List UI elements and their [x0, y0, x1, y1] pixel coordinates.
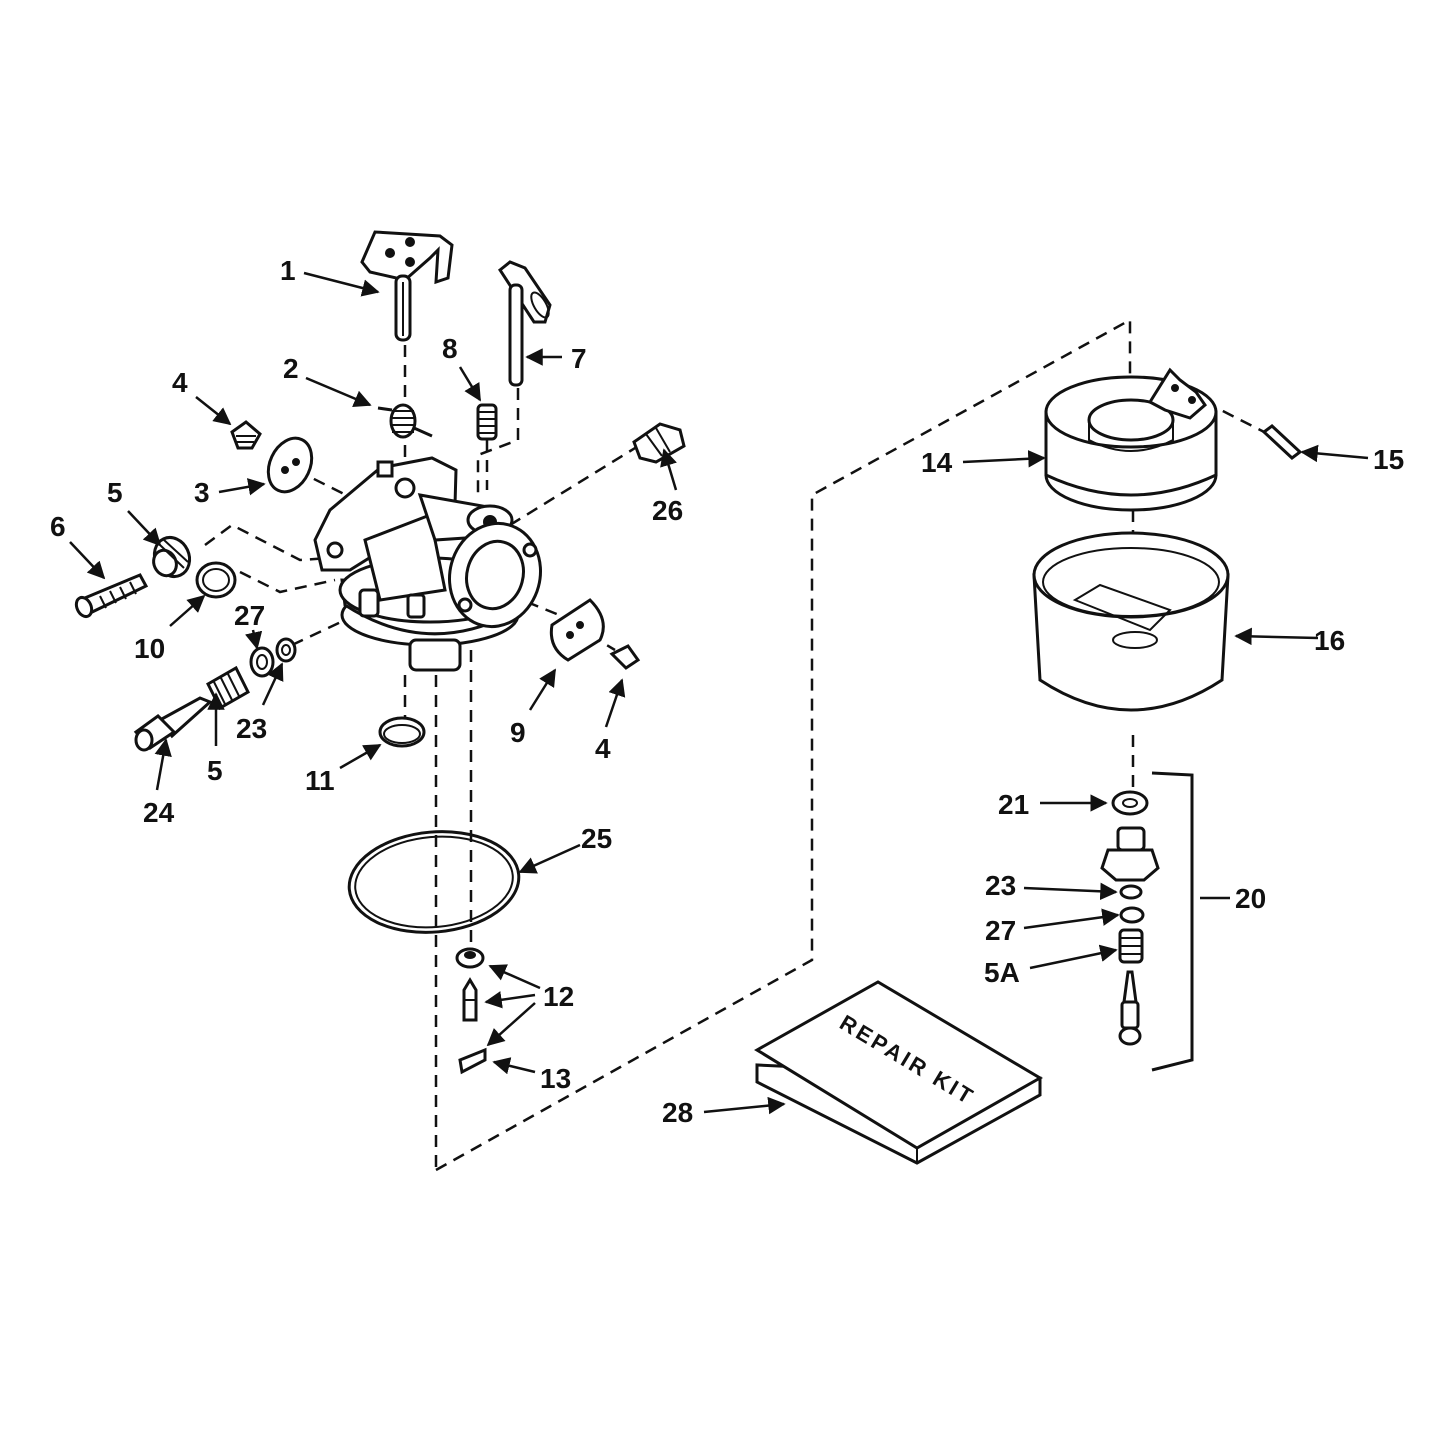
callout-4-upper: 4: [172, 367, 188, 398]
callout-24: 24: [143, 797, 175, 828]
part-carburetor-body: [313, 456, 543, 672]
part-1-choke-shaft: [360, 230, 454, 342]
part-16-float-bowl: [1032, 531, 1230, 712]
part-8-spring: [476, 403, 498, 441]
callout-9: 9: [510, 717, 526, 748]
callout-12: 12: [543, 981, 574, 1012]
part-26-fitting: [632, 422, 686, 464]
part-7-throttle-shaft: [497, 260, 552, 387]
callout-numbers: 1 2 8 7 4 3 5 6 26 10 27 23 5 24 11 9 4 …: [50, 255, 1404, 1128]
callout-2: 2: [283, 353, 299, 384]
part-27-23-washers-left: [249, 637, 297, 678]
callout-20: 20: [1235, 883, 1266, 914]
callout-5A: 5A: [984, 957, 1020, 988]
callout-27-left: 27: [234, 600, 265, 631]
callout-10: 10: [134, 633, 165, 664]
leader-arrows: [69, 271, 1369, 1115]
part-15-pin: [1261, 424, 1303, 460]
callout-1: 1: [280, 255, 296, 286]
callout-6: 6: [50, 511, 66, 542]
callout-15: 15: [1373, 444, 1404, 475]
part-28-repair-kit: REPAIR KIT: [754, 980, 1043, 1165]
callout-11: 11: [305, 765, 335, 796]
part-3-choke-plate: [266, 436, 314, 494]
part-2-spring: [377, 403, 433, 439]
part-20-main-jet-assembly: [1100, 790, 1160, 1046]
callout-16: 16: [1314, 625, 1345, 656]
callout-5-upper: 5: [107, 477, 123, 508]
callout-23-left: 23: [236, 713, 267, 744]
callout-8: 8: [442, 333, 458, 364]
part-24-needle-and-spring: [133, 665, 250, 752]
callout-13: 13: [540, 1063, 571, 1094]
part-4-screw-right: [609, 644, 641, 670]
callout-23-right: 23: [985, 870, 1016, 901]
callout-25: 25: [581, 823, 612, 854]
callout-28: 28: [662, 1097, 693, 1128]
part-10-o-ring: [195, 561, 237, 599]
part-11-plug: [378, 716, 426, 748]
callout-26: 26: [652, 495, 683, 526]
callout-21: 21: [998, 789, 1029, 820]
part-12-needle-seat: [455, 947, 485, 1022]
callout-7: 7: [571, 343, 587, 374]
part-5-spring-left: [152, 536, 192, 578]
callout-27-right: 27: [985, 915, 1016, 946]
part-25-gasket: [347, 830, 521, 934]
part-14-air-cleaner: [1044, 367, 1218, 512]
part-6-screw: [74, 573, 149, 619]
callout-5-lower: 5: [207, 755, 223, 786]
part-9-throttle-plate: [549, 598, 605, 662]
part-4-screw-upper: [230, 420, 262, 450]
callout-14: 14: [921, 447, 953, 478]
bracket-20: [1151, 771, 1194, 1072]
callout-4-right: 4: [595, 733, 611, 764]
callout-3: 3: [194, 477, 210, 508]
part-13-clip: [458, 1047, 487, 1075]
